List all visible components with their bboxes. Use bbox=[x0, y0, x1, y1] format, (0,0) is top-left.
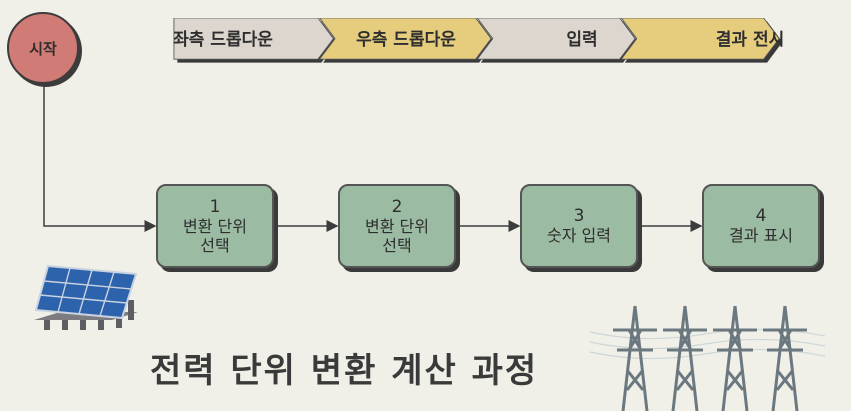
step-box-4: 4 결과 표시 bbox=[702, 184, 820, 268]
step-label: 결과 표시 bbox=[729, 226, 793, 245]
step-number: 2 bbox=[392, 198, 403, 217]
step-number: 4 bbox=[756, 207, 767, 226]
chevron-label-1: 좌측 드롭다운 bbox=[138, 20, 308, 60]
step-number: 1 bbox=[210, 198, 221, 217]
step-box-2: 2 변환 단위 선택 bbox=[338, 184, 456, 268]
step-box-3: 3 숫자 입력 bbox=[520, 184, 638, 268]
step-label: 변환 단위 선택 bbox=[183, 217, 247, 255]
step-label: 숫자 입력 bbox=[547, 226, 611, 245]
start-connector bbox=[44, 84, 155, 226]
chevron-label-3: 입력 bbox=[502, 20, 662, 60]
solar-panel-icon bbox=[30, 262, 145, 337]
start-label: 시작 bbox=[29, 38, 57, 59]
step-label: 변환 단위 선택 bbox=[365, 217, 429, 255]
step-box-1: 1 변환 단위 선택 bbox=[156, 184, 274, 268]
page-title: 전력 단위 변환 계산 과정 bbox=[150, 343, 538, 392]
step-number: 3 bbox=[574, 207, 585, 226]
start-node: 시작 bbox=[7, 12, 79, 84]
chevron-label-2: 우측 드롭다운 bbox=[318, 20, 494, 60]
chevron-label-4: 결과 전시 bbox=[670, 20, 830, 60]
power-tower-icon bbox=[585, 300, 847, 411]
